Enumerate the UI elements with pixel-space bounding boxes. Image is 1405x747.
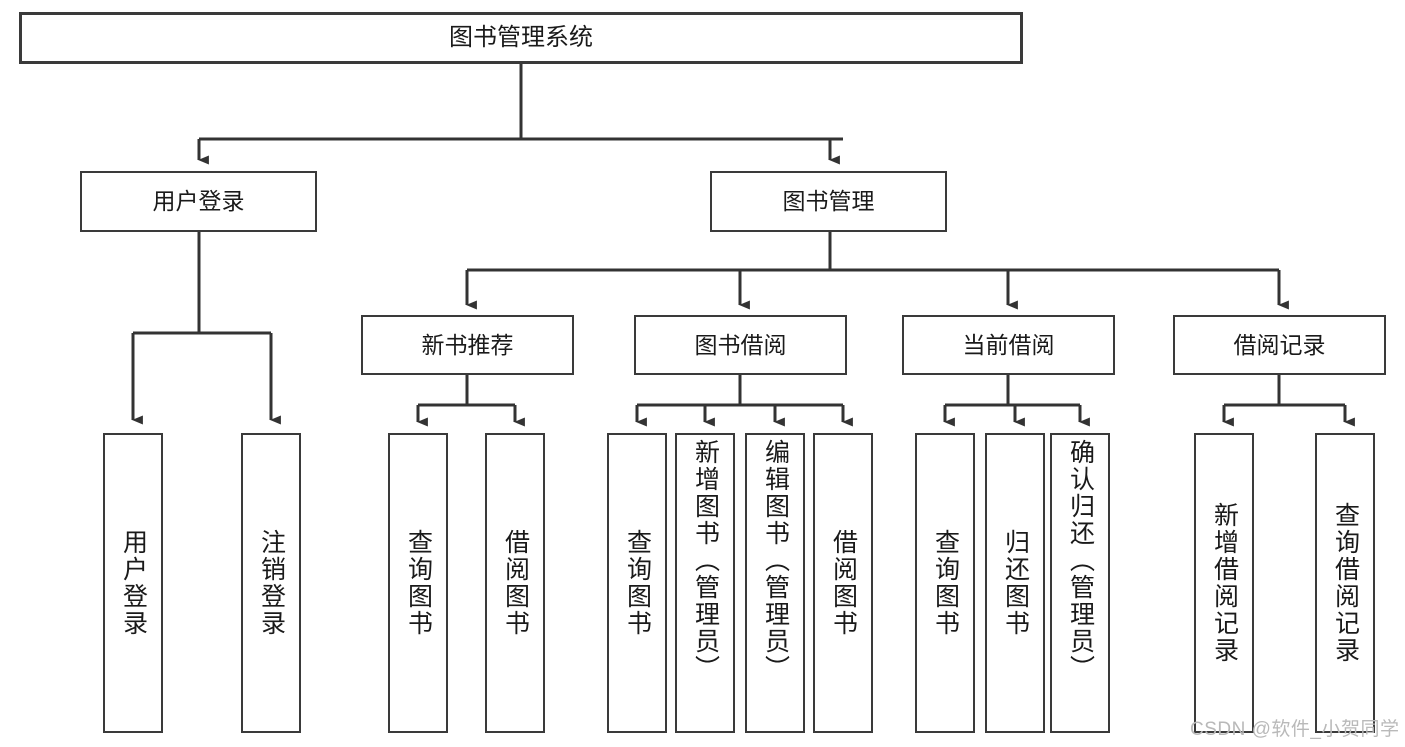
node-label: 查询图书 xyxy=(404,529,433,637)
watermark-text: CSDN @软件_小贺同学 xyxy=(1190,719,1400,740)
node-label: 查询图书 xyxy=(623,529,652,637)
leaf-borrow-book-recommend[interactable]: 借阅图书 xyxy=(485,433,545,733)
leaf-query-book-current[interactable]: 查询图书 xyxy=(915,433,975,733)
node-book-management[interactable]: 图书管理 xyxy=(710,171,947,232)
node-label: 图书借阅 xyxy=(694,331,787,358)
leaf-add-book-admin[interactable]: 新增图书（管理员） xyxy=(675,433,735,733)
leaf-query-book-borrow[interactable]: 查询图书 xyxy=(607,433,667,733)
leaf-query-borrow-record[interactable]: 查询借阅记录 xyxy=(1315,433,1375,733)
leaf-query-book-recommend[interactable]: 查询图书 xyxy=(388,433,448,733)
node-label: 借阅图书 xyxy=(829,529,858,637)
leaf-logout[interactable]: 注销登录 xyxy=(241,433,301,733)
node-label: 编辑图书（管理员） xyxy=(761,439,790,682)
node-label: 当前借阅 xyxy=(962,331,1055,358)
node-book-borrow[interactable]: 图书借阅 xyxy=(634,315,847,375)
node-label: 图书管理系统 xyxy=(449,24,593,52)
node-label: 用户登录 xyxy=(119,529,148,637)
node-root-book-management-system[interactable]: 图书管理系统 xyxy=(19,12,1023,64)
leaf-borrow-book[interactable]: 借阅图书 xyxy=(813,433,873,733)
leaf-user-login[interactable]: 用户登录 xyxy=(103,433,163,733)
node-label: 借阅记录 xyxy=(1233,331,1326,358)
node-current-borrow[interactable]: 当前借阅 xyxy=(902,315,1115,375)
node-label: 查询借阅记录 xyxy=(1331,502,1360,664)
node-label: 新书推荐 xyxy=(421,331,514,358)
node-user-login[interactable]: 用户登录 xyxy=(80,171,317,232)
node-borrow-record[interactable]: 借阅记录 xyxy=(1173,315,1386,375)
node-label: 图书管理 xyxy=(782,188,875,215)
node-label: 查询图书 xyxy=(931,529,960,637)
node-new-book-recommend[interactable]: 新书推荐 xyxy=(361,315,574,375)
leaf-add-borrow-record[interactable]: 新增借阅记录 xyxy=(1194,433,1254,733)
node-label: 借阅图书 xyxy=(501,529,530,637)
node-label: 注销登录 xyxy=(257,529,286,637)
node-label: 新增图书（管理员） xyxy=(691,439,720,682)
leaf-return-book[interactable]: 归还图书 xyxy=(985,433,1045,733)
node-label: 归还图书 xyxy=(1001,529,1030,637)
leaf-confirm-return-admin[interactable]: 确认归还（管理员） xyxy=(1050,433,1110,733)
leaf-edit-book-admin[interactable]: 编辑图书（管理员） xyxy=(745,433,805,733)
node-label: 确认归还（管理员） xyxy=(1066,439,1095,682)
node-label: 用户登录 xyxy=(152,188,245,215)
node-label: 新增借阅记录 xyxy=(1210,502,1239,664)
